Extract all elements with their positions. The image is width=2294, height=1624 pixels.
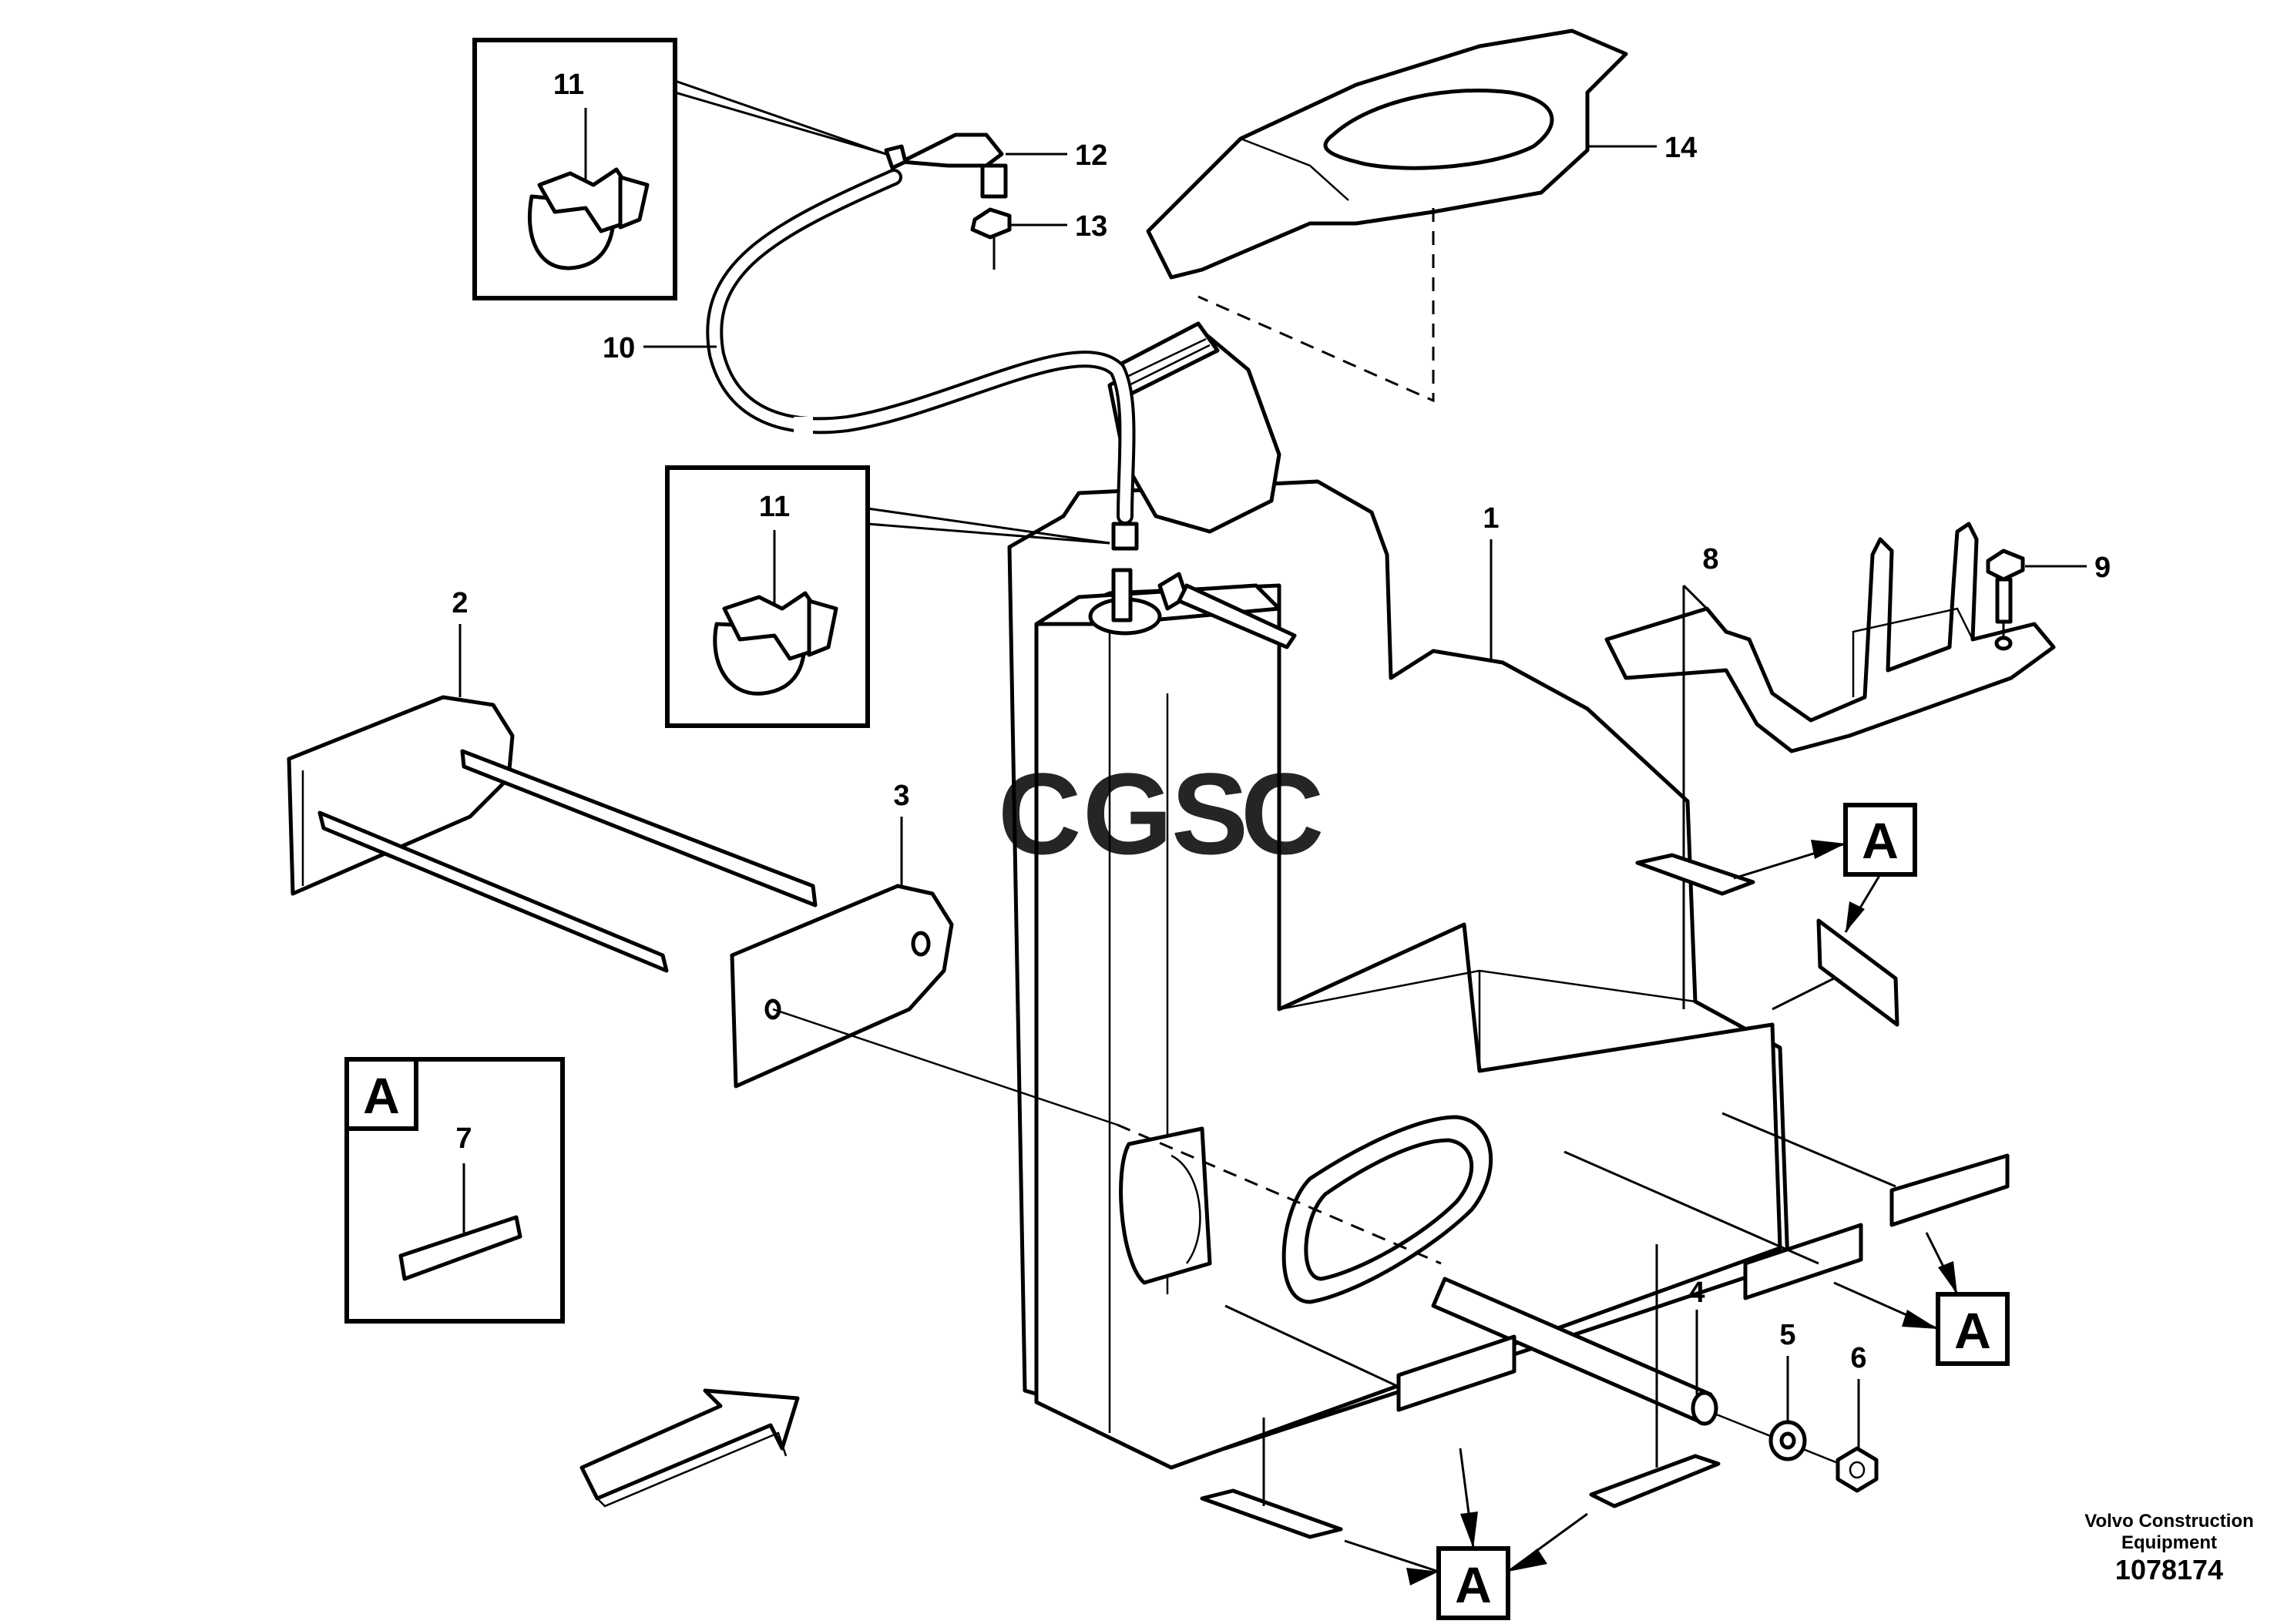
- watermark: C G S C: [998, 749, 1324, 878]
- callout-10: 10: [603, 332, 635, 364]
- section-mark-right-lower: A: [1833, 1232, 2010, 1366]
- watermark-letter-1: C: [998, 749, 1081, 878]
- section-mark-right-lower-label: A: [1954, 1302, 1991, 1359]
- callout-4: 4: [1688, 1277, 1705, 1309]
- watermark-letter-4: C: [1241, 749, 1324, 878]
- nozzle-assembly: 12 13: [899, 133, 1107, 270]
- company-name-line1: Volvo Construction: [2084, 1511, 2254, 1532]
- washer-hose: 10: [603, 169, 1139, 551]
- callout-12: 12: [1075, 139, 1107, 172]
- company-name-line2: Equipment: [2121, 1532, 2217, 1553]
- rubber-pads: [1200, 853, 2010, 1539]
- bolt: 9: [1986, 549, 2111, 639]
- washer-and-nut: 5 6: [1714, 1319, 1879, 1493]
- section-mark-inset: A: [363, 1067, 400, 1124]
- callout-9: 9: [2094, 552, 2111, 584]
- washer-reservoir-tank: [1007, 321, 1790, 1470]
- section-mark-right-upper: A: [1733, 803, 1917, 933]
- callout-5: 5: [1779, 1319, 1795, 1351]
- spacer-tube: 4: [1431, 1277, 1718, 1426]
- mounting-plate: 3: [730, 780, 1442, 1265]
- watermark-letter-2: G: [1083, 749, 1173, 878]
- section-mark-bottom: A: [1344, 1448, 1588, 1620]
- callout-3: 3: [893, 780, 909, 812]
- callout-2: 2: [452, 587, 468, 619]
- clamp-inset-middle: 11: [665, 465, 1110, 728]
- strap-bracket: 8: [1604, 522, 2056, 1009]
- view-direction-arrow: [579, 1388, 800, 1508]
- pad-detail-inset: A 7: [344, 1057, 565, 1324]
- callout-14: 14: [1664, 132, 1697, 164]
- clamp-inset-top: 11: [472, 38, 908, 300]
- section-mark-bottom-label: A: [1455, 1556, 1492, 1613]
- callout-1: 1: [1483, 502, 1499, 535]
- callout-6: 6: [1850, 1342, 1866, 1374]
- bracket-with-rods: 2: [287, 587, 818, 973]
- watermark-letter-3: S: [1171, 749, 1248, 878]
- callout-7: 7: [455, 1122, 472, 1155]
- drawing-number: 1078174: [2115, 1554, 2223, 1585]
- callout-13: 13: [1075, 210, 1107, 243]
- filler-funnel: 14: [1146, 29, 1697, 403]
- callout-11-top: 11: [553, 69, 584, 101]
- callout-8: 8: [1702, 543, 1718, 575]
- drawing-footer: Volvo Construction Equipment 1078174: [2084, 1511, 2254, 1585]
- section-mark-right-upper-label: A: [1862, 812, 1899, 869]
- callout-11-middle: 11: [759, 491, 790, 523]
